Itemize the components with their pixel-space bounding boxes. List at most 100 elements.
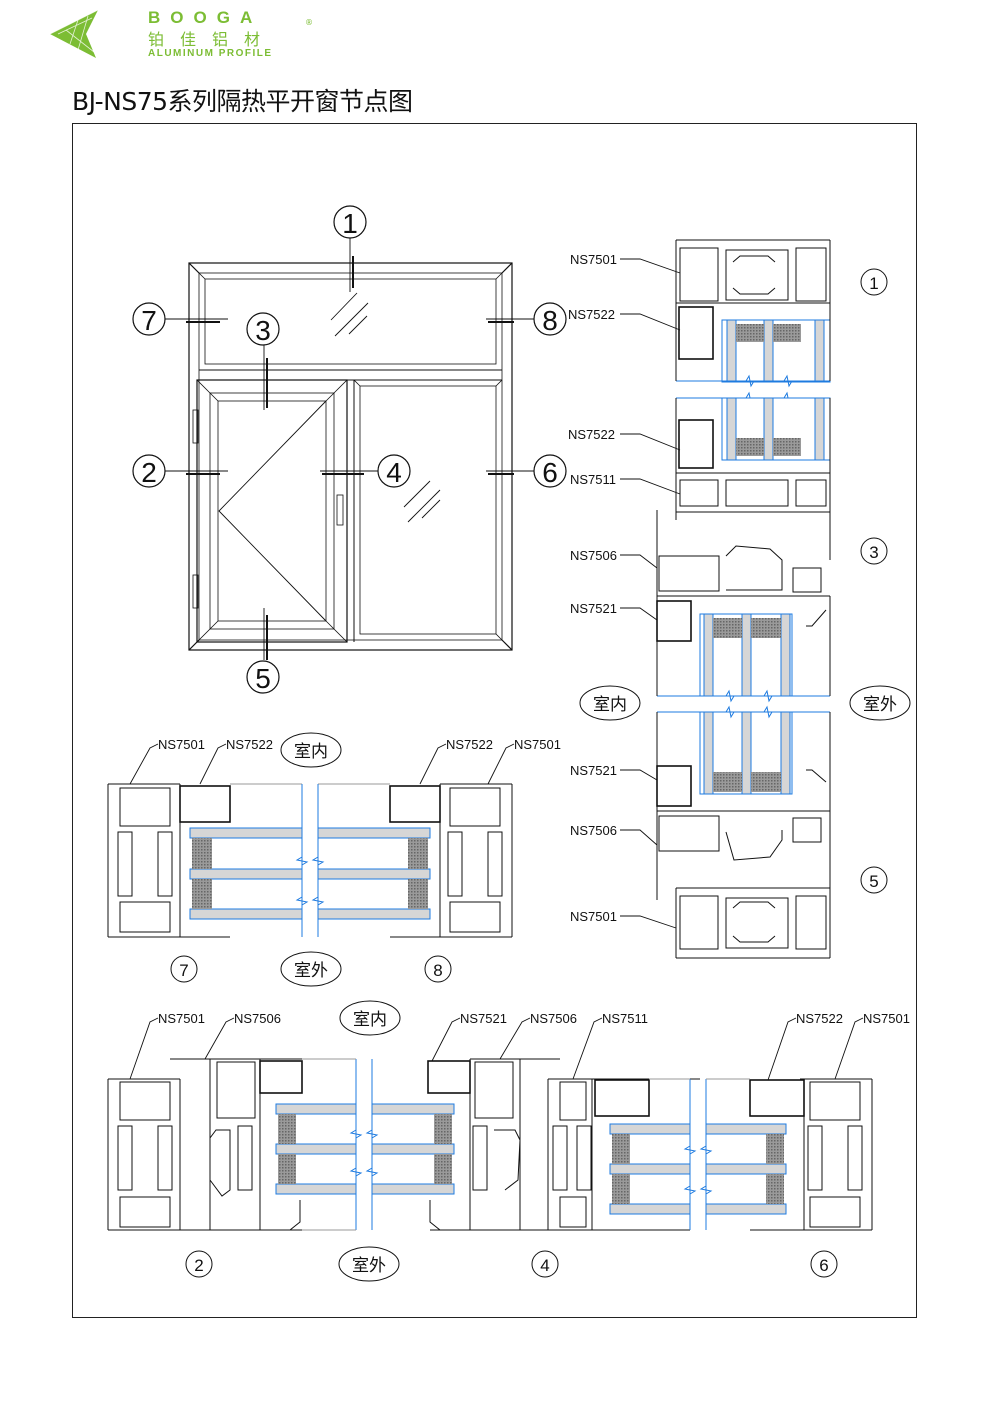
leader-lines [620, 258, 681, 929]
node-marker-2: 2 [132, 454, 166, 488]
profile-ns7506-right [430, 1058, 560, 1231]
node-marker-4: 4 [377, 454, 411, 488]
profile-label: NS7501 [158, 737, 205, 752]
vertical-section-labels: NS7501 NS7522 NS7522 NS7511 NS7506 NS752… [568, 252, 911, 924]
node-marker-1: 1 [333, 205, 367, 239]
profile-label: NS7522 [568, 307, 615, 322]
elevation-node-markers: 1 7 8 3 2 4 6 5 [132, 205, 567, 694]
profile-ns7522-right-section [749, 1079, 805, 1117]
fixed-glass [359, 385, 497, 635]
profile-ns7521-lower [656, 765, 692, 807]
profile-ns7522-left [179, 785, 231, 823]
profile-ns7522-top [678, 306, 714, 360]
profile-label: NS7522 [568, 427, 615, 442]
section-node-6: 6 [810, 1250, 838, 1278]
glass-hatch-icon [330, 292, 441, 523]
profile-ns7522-mid [678, 419, 714, 469]
profile-label: NS7501 [570, 252, 617, 267]
profile-ns7511 [676, 472, 830, 513]
opening-direction-lines [218, 400, 327, 622]
profile-label: NS7506 [570, 823, 617, 838]
node-marker-7: 7 [132, 302, 166, 336]
page-title: BJ-NS75系列隔热平开窗节点图 [72, 87, 413, 116]
profile-ns7501-right [390, 783, 513, 938]
svg-text:室外: 室外 [294, 961, 328, 981]
hinge-icon [192, 574, 199, 609]
svg-text:室外: 室外 [352, 1256, 386, 1276]
profile-ns7501-top [676, 239, 830, 304]
profile-label: NS7501 [570, 909, 617, 924]
section-node-5: 5 [860, 866, 888, 894]
svg-text:室内: 室内 [353, 1010, 387, 1030]
svg-text:1: 1 [342, 208, 358, 239]
svg-text:8: 8 [542, 305, 558, 336]
glazing-7-8 [189, 784, 431, 937]
indoor-label: 室内 [339, 1000, 401, 1036]
profile-label: NS7501 [863, 1011, 910, 1026]
section-node-7: 7 [170, 955, 198, 983]
sash-glass [217, 400, 327, 622]
leader-lines [129, 743, 515, 785]
svg-text:室内: 室内 [593, 695, 627, 715]
profile-label: NS7521 [570, 601, 617, 616]
handle-icon [336, 494, 344, 526]
horizontal-section-7-8 [107, 743, 515, 938]
outdoor-label: 室外 [849, 685, 911, 721]
svg-text:1: 1 [869, 274, 878, 293]
profile-label: NS7501 [158, 1011, 205, 1026]
node-marker-5: 5 [246, 660, 280, 694]
glazing-sash [699, 613, 793, 795]
node-marker-6: 6 [533, 454, 567, 488]
profile-ns7521-left [259, 1060, 303, 1094]
svg-text:4: 4 [540, 1256, 549, 1275]
profile-label: NS7522 [796, 1011, 843, 1026]
drawing-frame [72, 123, 917, 1318]
profile-ns7501-left-2 [107, 1078, 230, 1231]
sash-frame [196, 379, 348, 643]
indoor-label: 室内 [280, 732, 342, 768]
profile-ns7522-right [389, 785, 441, 823]
svg-text:8: 8 [433, 961, 442, 980]
section-7-8-labels: NS7501 NS7522 NS7522 NS7501 室内 室外 7 8 [158, 732, 561, 987]
glazing-2 [275, 1059, 455, 1230]
svg-text:5: 5 [869, 872, 878, 891]
section-node-8: 8 [424, 955, 452, 983]
profile-ns7506-lower [657, 810, 830, 861]
profile-label: NS7506 [530, 1011, 577, 1026]
svg-text:7: 7 [141, 305, 157, 336]
svg-text:2: 2 [194, 1256, 203, 1275]
profile-label: NS7501 [514, 737, 561, 752]
leader-lines [129, 1017, 864, 1081]
profile-label: NS7521 [460, 1011, 507, 1026]
profile-ns7521-upper [656, 600, 692, 642]
profile-label: NS7506 [570, 548, 617, 563]
brand-name-en: BOOGA [148, 8, 263, 27]
svg-text:6: 6 [542, 457, 558, 488]
svg-text:室外: 室外 [863, 695, 897, 715]
profile-label: NS7522 [446, 737, 493, 752]
node-marker-3: 3 [246, 312, 280, 346]
vertical-section [620, 239, 831, 959]
svg-text:7: 7 [179, 961, 188, 980]
hinge-icon [192, 409, 199, 444]
logo-triangle-icon [49, 9, 99, 58]
svg-text:4: 4 [386, 457, 402, 488]
outdoor-label: 室外 [280, 951, 342, 987]
registered-mark: ® [305, 18, 313, 27]
glazing-4-6 [609, 1079, 787, 1230]
profile-label: NS7521 [570, 763, 617, 778]
profile-label: NS7511 [570, 472, 616, 487]
brand-tagline: ALUMINUM PROFILE [148, 48, 273, 59]
section-node-3: 3 [860, 537, 888, 565]
section-2-4-6-labels: NS7501 NS7506 NS7521 NS7506 NS7511 NS752… [158, 1000, 910, 1282]
svg-text:5: 5 [255, 663, 271, 694]
indoor-label: 室内 [579, 685, 641, 721]
brand-logo: BOOGA ® 铂佳铝材 ALUMINUM PROFILE [48, 4, 313, 60]
profile-label: NS7511 [602, 1011, 648, 1026]
profile-label: NS7506 [234, 1011, 281, 1026]
brand-name-cn: 铂佳铝材 [148, 30, 277, 49]
profile-ns7501-right-6 [750, 1078, 873, 1231]
section-node-4: 4 [531, 1250, 559, 1278]
outer-frame [188, 262, 513, 651]
